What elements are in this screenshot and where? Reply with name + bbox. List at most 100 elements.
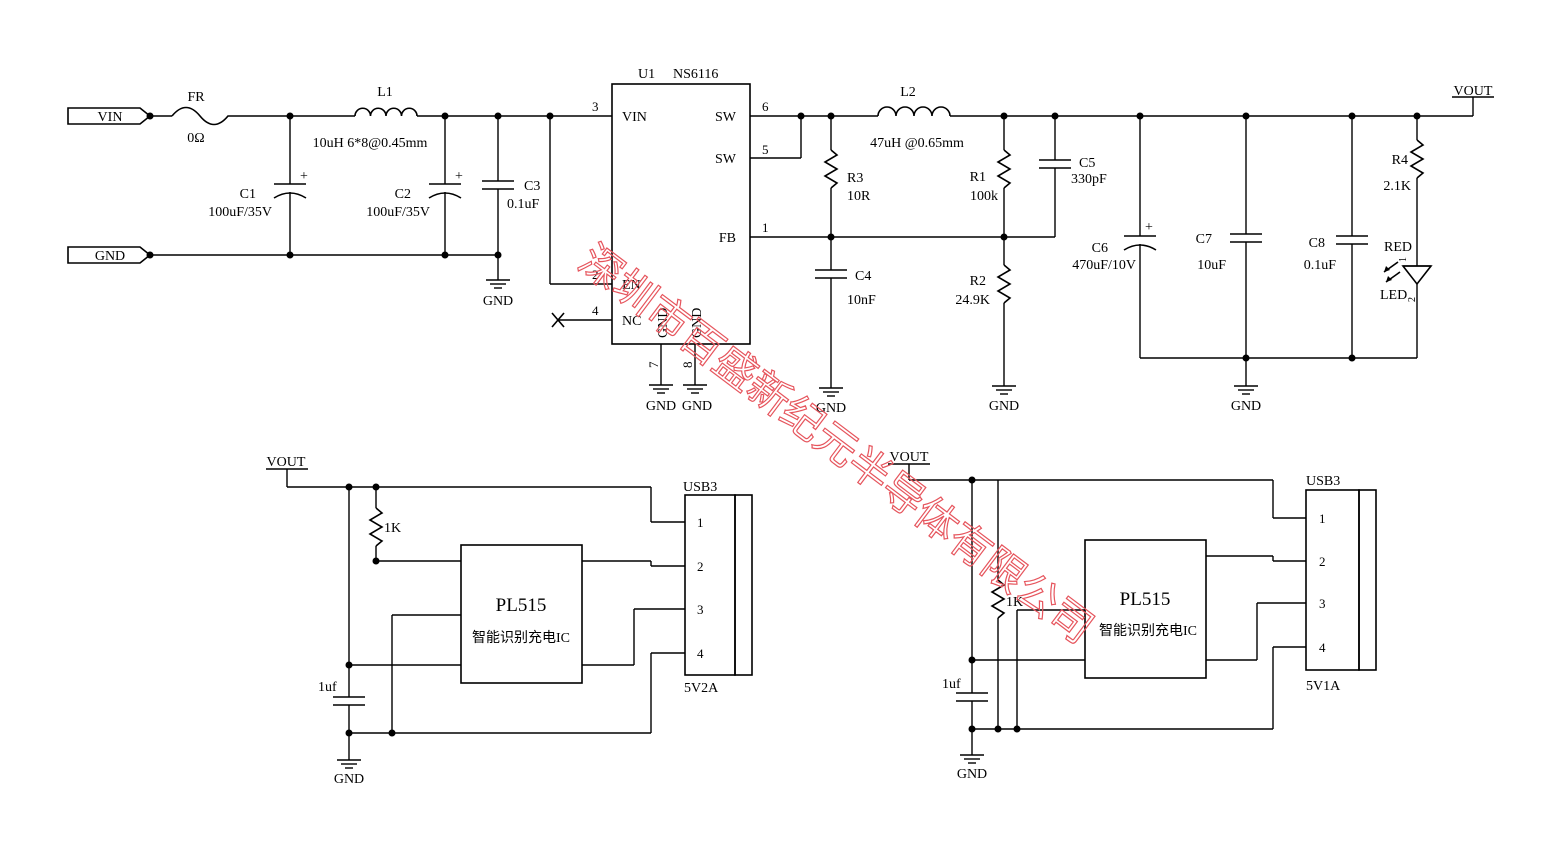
svg-text:1: 1 — [762, 220, 769, 235]
svg-text:10nF: 10nF — [847, 293, 876, 308]
svg-text:100uF/35V: 100uF/35V — [208, 205, 272, 220]
svg-text:VIN: VIN — [98, 110, 123, 125]
svg-text:C7: C7 — [1196, 232, 1212, 247]
svg-text:1: 1 — [1319, 511, 1326, 526]
vout-port: VOUT — [1452, 84, 1494, 116]
svg-text:GND: GND — [690, 308, 705, 338]
svg-text:GND: GND — [646, 399, 676, 414]
svg-text:C3: C3 — [524, 179, 540, 194]
led-red: RED LED 1 2 — [1380, 240, 1433, 358]
svg-text:SW: SW — [715, 110, 737, 125]
resistor-r3: R3 10R — [823, 116, 871, 270]
svg-text:智能识别充电IC: 智能识别充电IC — [472, 630, 570, 646]
svg-text:100k: 100k — [970, 189, 998, 204]
usb-charger-right: VOUT 1uf GND 1K PL515 智能识别充电IC — [888, 450, 1377, 782]
capacitor-c8: C8 0.1uF — [1304, 112, 1368, 362]
fuse-fr: FR 0Ω — [171, 90, 236, 146]
svg-text:U1: U1 — [638, 67, 655, 82]
svg-text:L2: L2 — [900, 85, 916, 100]
svg-text:4: 4 — [697, 646, 704, 661]
svg-text:FB: FB — [719, 231, 736, 246]
inductor-l1: L1 10uH 6*8@0.45mm — [313, 85, 428, 151]
svg-text:1: 1 — [1398, 257, 1409, 262]
svg-text:R2: R2 — [970, 274, 986, 289]
svg-text:1: 1 — [697, 515, 704, 530]
capacitor-c6: + C6 470uF/10V — [1072, 112, 1157, 358]
svg-text:R4: R4 — [1392, 153, 1408, 168]
svg-text:2: 2 — [1319, 554, 1326, 569]
svg-text:47uH @0.65mm: 47uH @0.65mm — [870, 136, 964, 151]
svg-text:C1: C1 — [240, 187, 256, 202]
nc-pin — [551, 312, 612, 328]
svg-text:+: + — [300, 169, 308, 184]
resistor-r4: R4 2.1K — [1383, 112, 1425, 266]
svg-text:NC: NC — [622, 314, 641, 329]
svg-text:C6: C6 — [1092, 241, 1108, 256]
capacitor-c2: + C2 100uF/35V — [366, 116, 463, 255]
vin-port: VIN — [67, 107, 152, 125]
svg-text:EN: EN — [622, 278, 641, 293]
inductor-l2: L2 47uH @0.65mm — [870, 85, 1473, 151]
capacitor-c4: C4 10nF GND — [815, 269, 876, 416]
usb-charger-left: VOUT 1K PL515 智能识别充电IC 1uf — [266, 455, 753, 787]
svg-text:2: 2 — [697, 559, 704, 574]
svg-text:4: 4 — [592, 303, 599, 318]
svg-text:6: 6 — [762, 99, 769, 114]
sw-node-wires — [750, 112, 878, 159]
svg-text:+: + — [1145, 220, 1153, 235]
svg-text:1uf: 1uf — [942, 677, 961, 692]
svg-text:GND: GND — [957, 767, 987, 782]
gnd-port: GND — [67, 246, 152, 264]
svg-text:VIN: VIN — [622, 110, 647, 125]
svg-text:1uf: 1uf — [318, 680, 337, 695]
svg-text:C4: C4 — [855, 269, 871, 284]
svg-text:2: 2 — [1407, 297, 1418, 302]
svg-text:GND: GND — [334, 772, 364, 787]
svg-text:PL515: PL515 — [1120, 589, 1171, 610]
svg-text:C2: C2 — [395, 187, 411, 202]
svg-text:8: 8 — [680, 362, 695, 369]
svg-text:10uF: 10uF — [1197, 258, 1226, 273]
svg-text:330pF: 330pF — [1071, 172, 1107, 187]
svg-text:3: 3 — [1319, 596, 1326, 611]
svg-text:0.1uF: 0.1uF — [1304, 258, 1337, 273]
svg-text:7: 7 — [646, 361, 661, 368]
svg-text:5V1A: 5V1A — [1306, 679, 1341, 694]
svg-text:2: 2 — [592, 267, 599, 282]
svg-text:100uF/35V: 100uF/35V — [366, 205, 430, 220]
svg-text:3: 3 — [592, 99, 599, 114]
resistor-r1: R1 100k — [970, 112, 1012, 237]
junctions-input — [146, 112, 554, 259]
svg-text:10R: 10R — [847, 189, 871, 204]
svg-text:C5: C5 — [1079, 156, 1095, 171]
svg-text:24.9K: 24.9K — [955, 293, 990, 308]
fb-net — [750, 233, 1055, 241]
input-wires — [150, 115, 612, 285]
svg-text:USB3: USB3 — [1306, 474, 1340, 489]
ground-input: GND — [483, 269, 513, 309]
capacitor-c5: C5 330pF — [1039, 112, 1107, 237]
svg-text:GND: GND — [816, 401, 846, 416]
svg-text:GND: GND — [483, 294, 513, 309]
svg-text:5: 5 — [762, 142, 769, 157]
svg-text:NS6116: NS6116 — [673, 67, 718, 82]
svg-text:GND: GND — [1231, 399, 1261, 414]
capacitor-c3: C3 0.1uF — [482, 116, 540, 255]
watermark: 深圳市百盛新纪元半导体有限公司 — [570, 235, 1103, 653]
svg-text:0Ω: 0Ω — [187, 131, 204, 146]
svg-text:1K: 1K — [384, 521, 401, 536]
svg-text:PL515: PL515 — [496, 595, 547, 616]
svg-text:5V2A: 5V2A — [684, 681, 719, 696]
svg-text:GND: GND — [656, 308, 671, 338]
resistor-r2: R2 24.9K GND — [955, 237, 1019, 414]
svg-text:1K: 1K — [1006, 595, 1023, 610]
svg-text:4: 4 — [1319, 640, 1326, 655]
svg-text:L1: L1 — [377, 85, 393, 100]
svg-text:GND: GND — [95, 249, 125, 264]
svg-text:VOUT: VOUT — [1454, 84, 1493, 99]
capacitor-c1: + C1 100uF/35V — [208, 116, 308, 255]
svg-text:2.1K: 2.1K — [1383, 179, 1411, 194]
svg-text:VOUT: VOUT — [267, 455, 306, 470]
svg-text:3: 3 — [697, 602, 704, 617]
